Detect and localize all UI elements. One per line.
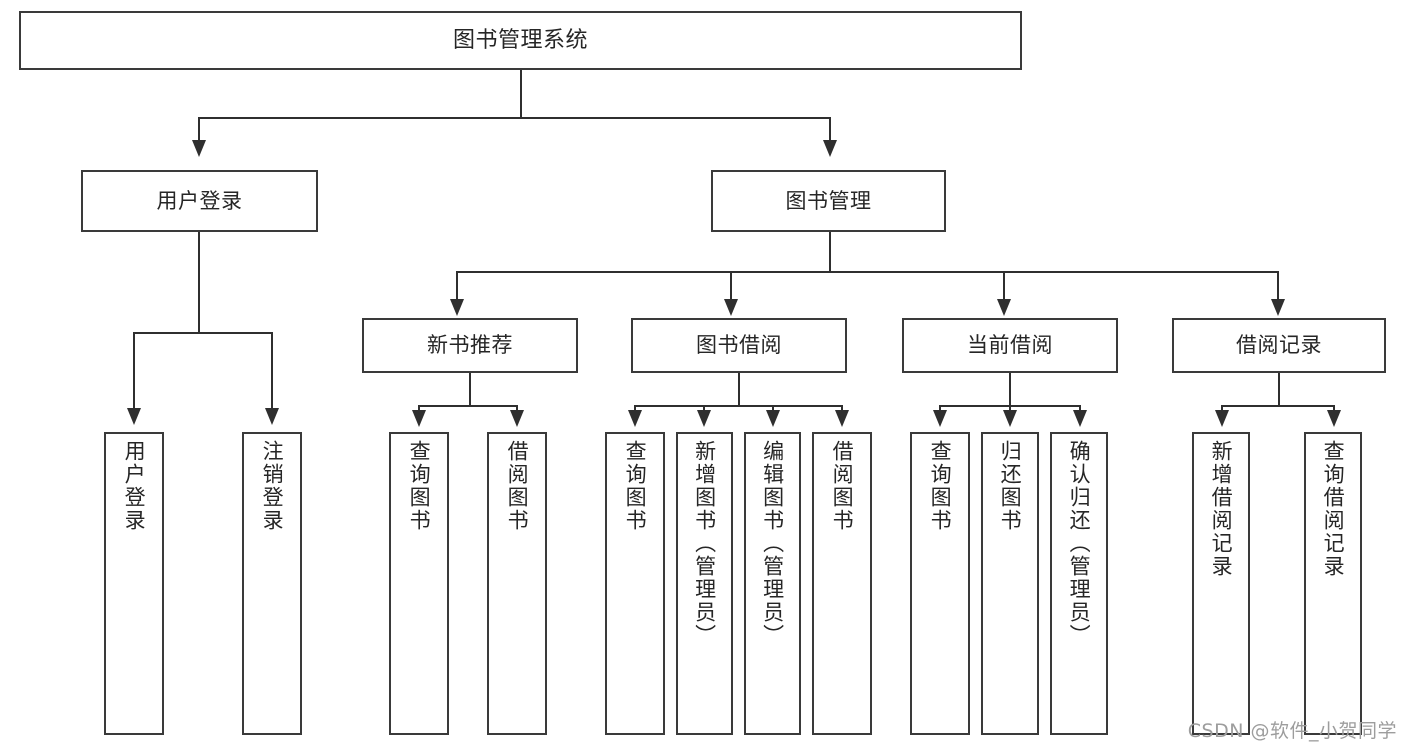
arrow-new-book-leaf-2 bbox=[510, 410, 524, 427]
connector-book-borrow-leaf-4 bbox=[841, 405, 843, 412]
connector-to-new-book bbox=[456, 271, 458, 301]
node-book-manage[interactable]: 图书管理 bbox=[711, 170, 946, 232]
arrow-to-current-borrow bbox=[997, 299, 1011, 316]
node-label: 查询图书 bbox=[407, 440, 432, 532]
node-new-book-recommend[interactable]: 新书推荐 bbox=[362, 318, 578, 373]
node-label: 新书推荐 bbox=[427, 333, 513, 358]
connector-level1-bus bbox=[198, 117, 830, 119]
connector-borrow-records-down bbox=[1278, 373, 1280, 406]
node-label: 归还图书 bbox=[998, 440, 1023, 532]
connector-to-book-borrow bbox=[730, 271, 732, 301]
node-label: 确认归还（管理员） bbox=[1067, 440, 1092, 647]
node-label: 新增借阅记录 bbox=[1209, 440, 1234, 578]
connector-to-borrow-records bbox=[1277, 271, 1279, 301]
arrow-user-login-leaf-2 bbox=[265, 408, 279, 425]
node-leaf-edit-book[interactable]: 编辑图书（管理员） bbox=[744, 432, 801, 735]
arrow-book-borrow-leaf-1 bbox=[628, 410, 642, 427]
node-label: 用户登录 bbox=[156, 188, 243, 213]
node-leaf-add-book[interactable]: 新增图书（管理员） bbox=[676, 432, 733, 735]
node-label: 借阅图书 bbox=[830, 440, 855, 532]
connector-level2-bus bbox=[456, 271, 1279, 273]
node-label: 图书管理系统 bbox=[452, 27, 588, 53]
node-label: 新增图书（管理员） bbox=[692, 440, 717, 647]
node-label: 查询图书 bbox=[928, 440, 953, 532]
node-leaf-query-book-borrow[interactable]: 查询图书 bbox=[605, 432, 665, 735]
arrow-borrow-records-leaf-1 bbox=[1215, 410, 1229, 427]
connector-book-borrow-bus bbox=[634, 405, 842, 407]
connector-borrow-records-leaf-2 bbox=[1333, 405, 1335, 412]
connector-current-borrow-leaf-3 bbox=[1079, 405, 1081, 412]
connector-current-borrow-down bbox=[1009, 373, 1011, 406]
connector-user-login-leaf-2 bbox=[271, 332, 273, 410]
node-leaf-borrow-book[interactable]: 借阅图书 bbox=[812, 432, 872, 735]
node-label: 借阅图书 bbox=[505, 440, 530, 532]
arrow-book-borrow-leaf-4 bbox=[835, 410, 849, 427]
connector-new-book-bus bbox=[418, 405, 518, 407]
csdn-watermark: CSDN @软件_小贺同学 bbox=[1187, 720, 1397, 742]
node-user-login[interactable]: 用户登录 bbox=[81, 170, 318, 232]
connector-new-book-down bbox=[469, 373, 471, 406]
connector-new-book-leaf-2 bbox=[516, 405, 518, 412]
node-leaf-borrow-book-recommend[interactable]: 借阅图书 bbox=[487, 432, 547, 735]
node-leaf-query-borrow-record[interactable]: 查询借阅记录 bbox=[1304, 432, 1362, 735]
node-root-system[interactable]: 图书管理系统 bbox=[19, 11, 1022, 70]
node-leaf-add-borrow-record[interactable]: 新增借阅记录 bbox=[1192, 432, 1250, 735]
node-leaf-logout[interactable]: 注销登录 bbox=[242, 432, 302, 735]
arrow-to-user-login bbox=[192, 140, 206, 157]
connector-to-user-login bbox=[198, 117, 200, 143]
node-label: 借阅记录 bbox=[1236, 333, 1322, 358]
arrow-borrow-records-leaf-2 bbox=[1327, 410, 1341, 427]
node-leaf-query-book-current[interactable]: 查询图书 bbox=[910, 432, 970, 735]
node-label: 查询图书 bbox=[623, 440, 648, 532]
node-current-borrow[interactable]: 当前借阅 bbox=[902, 318, 1118, 373]
connector-to-book-manage bbox=[829, 117, 831, 143]
connector-current-borrow-leaf-1 bbox=[939, 405, 941, 412]
node-label: 注销登录 bbox=[260, 440, 285, 532]
node-book-borrow[interactable]: 图书借阅 bbox=[631, 318, 847, 373]
arrow-current-borrow-leaf-1 bbox=[933, 410, 947, 427]
arrow-book-borrow-leaf-3 bbox=[766, 410, 780, 427]
arrow-to-book-manage bbox=[823, 140, 837, 157]
connector-user-login-leaf-1 bbox=[133, 332, 135, 410]
connector-book-borrow-leaf-2 bbox=[703, 405, 705, 412]
connector-root-down bbox=[520, 70, 522, 118]
connector-borrow-records-leaf-1 bbox=[1221, 405, 1223, 412]
connector-current-borrow-leaf-2 bbox=[1009, 405, 1011, 412]
connector-book-borrow-leaf-3 bbox=[772, 405, 774, 412]
connector-to-current-borrow bbox=[1003, 271, 1005, 301]
node-leaf-user-login[interactable]: 用户登录 bbox=[104, 432, 164, 735]
arrow-current-borrow-leaf-2 bbox=[1003, 410, 1017, 427]
connector-book-manage-down bbox=[829, 232, 831, 272]
node-label: 图书借阅 bbox=[696, 333, 782, 358]
connector-new-book-leaf-1 bbox=[418, 405, 420, 412]
arrow-to-borrow-records bbox=[1271, 299, 1285, 316]
node-leaf-confirm-return[interactable]: 确认归还（管理员） bbox=[1050, 432, 1108, 735]
arrow-book-borrow-leaf-2 bbox=[697, 410, 711, 427]
arrow-new-book-leaf-1 bbox=[412, 410, 426, 427]
arrow-to-new-book bbox=[450, 299, 464, 316]
arrow-user-login-leaf-1 bbox=[127, 408, 141, 425]
node-label: 编辑图书（管理员） bbox=[760, 440, 785, 647]
node-label: 当前借阅 bbox=[967, 333, 1053, 358]
node-label: 查询借阅记录 bbox=[1321, 440, 1346, 578]
node-label: 用户登录 bbox=[122, 440, 147, 532]
connector-book-borrow-leaf-1 bbox=[634, 405, 636, 412]
node-label: 图书管理 bbox=[785, 188, 872, 213]
connector-borrow-records-bus bbox=[1221, 405, 1335, 407]
arrow-to-book-borrow bbox=[724, 299, 738, 316]
node-leaf-query-book-recommend[interactable]: 查询图书 bbox=[389, 432, 449, 735]
arrow-current-borrow-leaf-3 bbox=[1073, 410, 1087, 427]
connector-user-login-down bbox=[198, 232, 200, 333]
node-leaf-return-book[interactable]: 归还图书 bbox=[981, 432, 1039, 735]
connector-book-borrow-down bbox=[738, 373, 740, 406]
connector-user-login-bus bbox=[133, 332, 273, 334]
node-borrow-records[interactable]: 借阅记录 bbox=[1172, 318, 1386, 373]
